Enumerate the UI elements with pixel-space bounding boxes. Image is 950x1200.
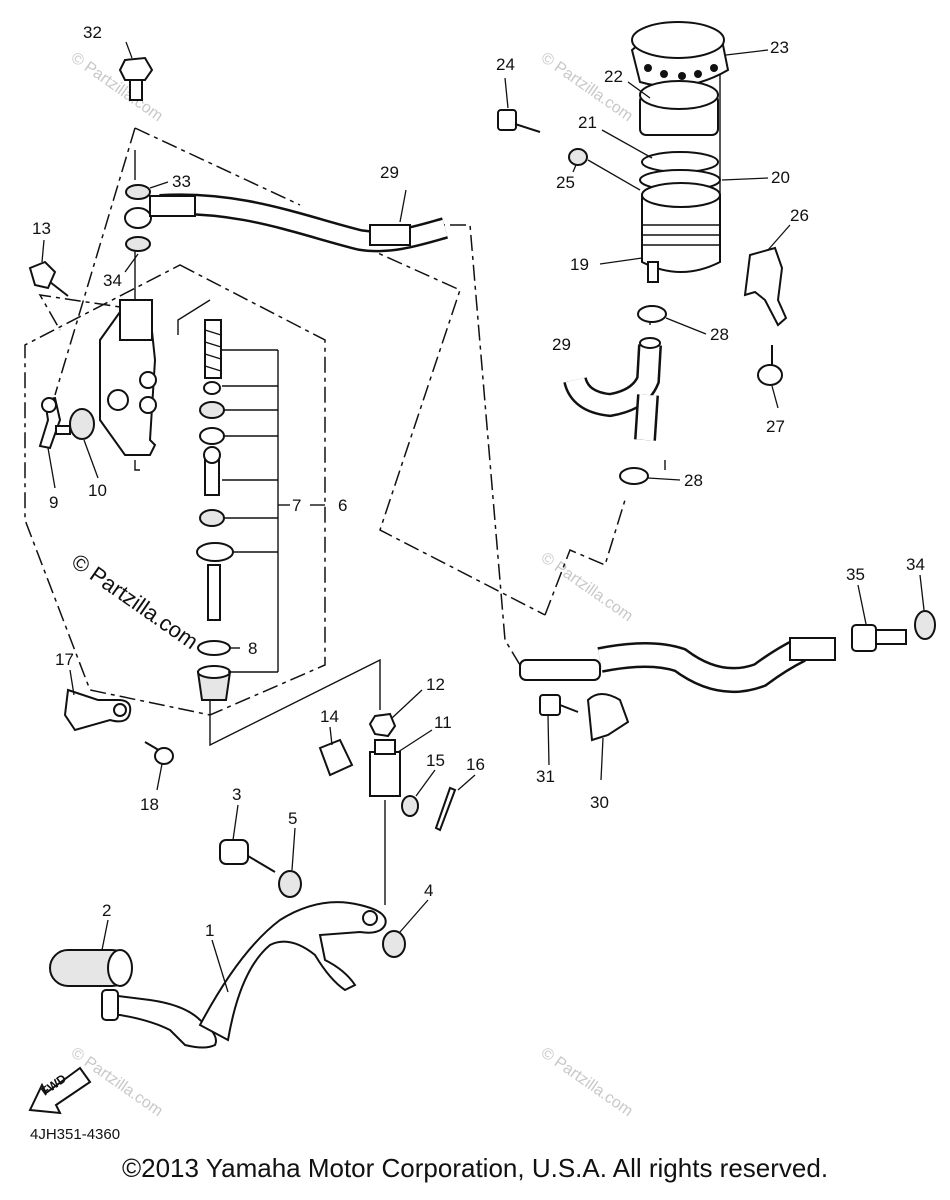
watermark-small: © Partzilla.com bbox=[538, 1044, 636, 1120]
part-30-hose bbox=[149, 193, 448, 253]
callout-20: 20 bbox=[771, 168, 790, 187]
part-31-clamp bbox=[586, 693, 630, 742]
master-cylinder-body bbox=[99, 299, 157, 456]
part-32-bolt bbox=[539, 694, 579, 716]
callout-33: 32 bbox=[83, 23, 102, 42]
callout-27: 27 bbox=[766, 417, 785, 436]
part-25-grommet bbox=[568, 148, 588, 166]
part-14-pin bbox=[318, 738, 354, 777]
callout-6: 6 bbox=[338, 496, 347, 515]
watermark-small: © Partzilla.com bbox=[68, 49, 166, 125]
callout-34: 34 bbox=[906, 555, 925, 574]
part-5-washer bbox=[278, 870, 302, 898]
callout-13: 13 bbox=[32, 219, 51, 238]
brake-hose-lower bbox=[519, 637, 836, 693]
part-9-joint bbox=[38, 396, 71, 450]
part-26-bracket bbox=[743, 246, 788, 327]
callout-9: 9 bbox=[49, 493, 58, 512]
part-3-bolt bbox=[219, 839, 276, 873]
callout-11: 11 bbox=[434, 713, 452, 732]
callout-34: 33 bbox=[172, 172, 191, 191]
watermark-small: © Partzilla.com bbox=[538, 549, 636, 625]
callout-17: 17 bbox=[55, 650, 74, 669]
callout-34: 34 bbox=[103, 271, 122, 290]
part-23-reservoir-cover bbox=[630, 21, 730, 88]
part-10-nut bbox=[69, 408, 95, 440]
part-1-brake-pedal bbox=[101, 901, 387, 1049]
part-16-cotter-pin bbox=[434, 786, 457, 832]
part-29-clip-upper bbox=[637, 305, 667, 323]
callout-18: 18 bbox=[140, 795, 159, 814]
callout-brackets bbox=[222, 349, 325, 673]
part-17-bracket bbox=[63, 688, 132, 732]
phantom-lines bbox=[38, 60, 721, 905]
callout-29: 28 bbox=[684, 471, 703, 490]
callout-29: 28 bbox=[710, 325, 729, 344]
callout-15: 15 bbox=[426, 751, 445, 770]
part-33-bolt bbox=[118, 56, 154, 101]
copyright-notice: ©2013 Yamaha Motor Corporation, U.S.A. A… bbox=[121, 1153, 829, 1183]
callout-14: 14 bbox=[320, 707, 339, 726]
part-22-cap bbox=[639, 80, 719, 136]
part-11-clevis bbox=[369, 739, 401, 797]
part-28-hose bbox=[563, 337, 662, 441]
callout-5: 5 bbox=[288, 809, 297, 828]
diagram-code: 4JH351-4360 bbox=[30, 1126, 121, 1143]
callout-25: 25 bbox=[556, 173, 575, 192]
callout-24: 24 bbox=[496, 55, 515, 74]
callout-4: 4 bbox=[424, 881, 433, 900]
part-29-clip-lower bbox=[619, 467, 649, 485]
leader-lines bbox=[41, 41, 925, 993]
part-24-screw bbox=[497, 109, 541, 133]
part-34-washers bbox=[124, 184, 152, 252]
part-12-nut bbox=[368, 712, 397, 738]
part-15-washer bbox=[401, 795, 419, 817]
callout-10: 10 bbox=[88, 481, 107, 500]
part-19-reservoir bbox=[641, 182, 721, 283]
callout-labels: 32 33 34 13 9 10 7 6 8 29 24 22 23 21 20… bbox=[32, 23, 925, 940]
watermark-main: © Partzilla.com bbox=[67, 549, 203, 655]
part-18-bolt bbox=[144, 741, 174, 765]
part-2-footpeg bbox=[49, 949, 133, 987]
callout-7: 7 bbox=[292, 496, 301, 515]
callout-26: 26 bbox=[790, 206, 809, 225]
part-7-piston-kit bbox=[196, 319, 234, 701]
part-35-banjo bbox=[851, 624, 907, 652]
callout-30: 29 bbox=[380, 163, 399, 182]
callout-19: 19 bbox=[570, 255, 589, 274]
callout-8: 8 bbox=[248, 639, 257, 658]
part-27-bolt bbox=[757, 345, 783, 386]
callout-22: 22 bbox=[604, 67, 623, 86]
callout-1: 1 bbox=[205, 921, 214, 940]
callout-23: 23 bbox=[770, 38, 789, 57]
callout-28: 29 bbox=[552, 335, 571, 354]
part-4-washer bbox=[382, 930, 406, 958]
callout-35: 35 bbox=[846, 565, 865, 584]
part-13-bolt bbox=[28, 260, 69, 297]
callout-16: 16 bbox=[466, 755, 485, 774]
callout-32: 31 bbox=[536, 767, 555, 786]
callout-3: 3 bbox=[232, 785, 241, 804]
callout-21: 21 bbox=[578, 113, 597, 132]
callout-2: 2 bbox=[102, 901, 111, 920]
fwd-arrow-icon bbox=[28, 1066, 92, 1115]
callout-12: 12 bbox=[426, 675, 445, 694]
callout-31: 30 bbox=[590, 793, 609, 812]
master-cylinder-assembly-outline bbox=[24, 264, 326, 716]
part-34-washer-right bbox=[914, 610, 936, 640]
